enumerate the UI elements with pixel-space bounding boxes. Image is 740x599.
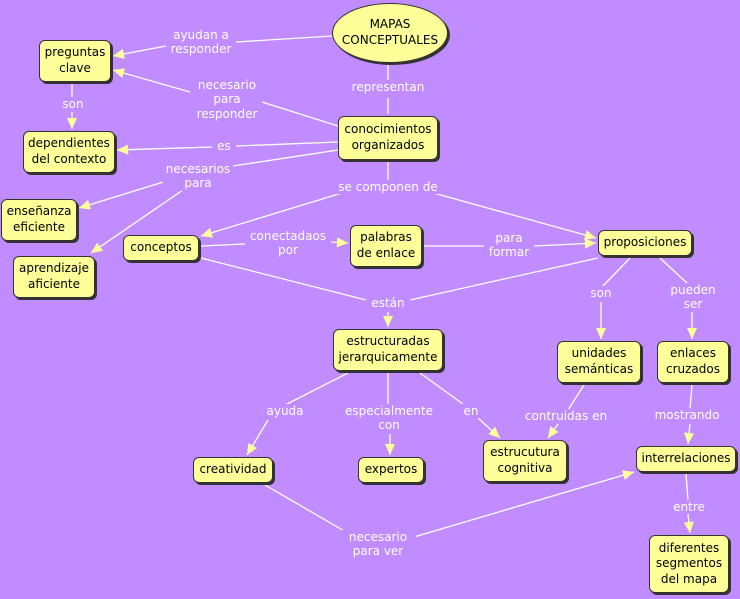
connector-line [264,484,347,533]
label-necesario-para-responder: necesario para responder [192,78,262,122]
arrowhead-icon [201,228,213,238]
arrowhead-icon [91,242,103,253]
arrowhead-icon [113,49,125,59]
connector-line [419,372,464,405]
arrowhead-icon [383,316,393,327]
arrowhead-icon [488,426,500,438]
label-son: son [56,97,90,112]
connector-line [235,141,339,147]
label-pueden-ser: pueden ser [665,283,721,312]
connector-line [90,189,184,254]
arrowhead-icon [684,432,695,444]
connector-line [601,257,631,288]
connector-line [200,257,367,301]
arrowhead-icon [596,328,606,339]
connector-line [284,372,349,406]
connector-line [200,191,346,237]
arrowhead-icon [117,144,129,155]
label-conectadaos-por: conectadaos por [245,229,331,258]
label-son-2: son [586,286,616,301]
arrowhead-icon [687,328,697,339]
arrowhead-icon [67,118,77,129]
connector-line [567,384,585,411]
node-conocimientos-organizados[interactable]: conocimientos organizados [338,116,438,160]
node-diferentes-segmentos[interactable]: diferentes segmentos del mapa [649,535,729,593]
connector-line [200,243,246,247]
label-necesarios-para: necesarios para [163,162,233,191]
node-ensenanza-eficiente[interactable]: enseñanza eficiente [1,199,77,241]
connector-line [429,191,597,239]
connector-line [261,101,339,127]
label-para-formar: para formar [484,231,534,260]
connector-line [685,473,689,501]
arrowhead-icon [683,521,694,533]
label-ayuda: ayuda [262,404,308,419]
node-mapas-conceptuales[interactable]: MAPAS CONCEPTUALES [332,3,448,63]
connector-line [689,384,693,409]
label-especialmente-con: especialmente con [340,404,438,433]
node-unidades-semanticas[interactable]: unidades semánticas [557,341,641,383]
arrowhead-icon [584,238,596,249]
node-preguntas-clave[interactable]: preguntas clave [39,40,111,82]
label-representan: representan [348,80,428,95]
connector-line [116,146,213,151]
connector-line [78,179,171,209]
label-necesario-para-ver: necesario para ver [340,530,416,559]
connector-line [409,257,599,301]
label-estan: están [366,296,410,311]
connector-line [112,69,191,93]
arrowhead-icon [548,426,559,438]
arrowhead-icon [622,470,634,480]
node-palabras-de-enlace[interactable]: palabras de enlace [350,225,422,267]
label-mostrando: mostrando [650,408,724,423]
arrowhead-icon [247,442,257,455]
node-enlaces-cruzados[interactable]: enlaces cruzados [657,341,729,383]
label-es: es [212,139,236,154]
arrowhead-icon [79,199,91,210]
node-conceptos[interactable]: conceptos [123,235,199,261]
node-estructuradas-jerarquicamente[interactable]: estructuradas jerarquicamente [333,329,443,371]
connector-line [232,149,339,167]
label-se-componen-de: se componen de [333,180,443,195]
node-interrelaciones[interactable]: interrelaciones [636,446,736,472]
label-en: en [459,404,483,419]
arrowhead-icon [113,68,125,78]
connector-line [659,257,689,285]
connector-line [235,35,333,43]
arrowhead-icon [336,237,348,248]
node-dependientes-del-contexto[interactable]: dependientes del contexto [23,131,115,173]
node-expertos[interactable]: expertos [358,457,424,483]
node-estrucutura-cognitiva[interactable]: estrucutura cognitiva [483,440,567,482]
node-proposiciones[interactable]: proposiciones [598,230,692,256]
label-contruidas-en: contruidas en [518,409,614,424]
node-aprendizaje-aficiente[interactable]: aprendizaje aficiente [13,256,95,298]
arrowhead-icon [385,444,395,455]
connector-line [413,471,635,538]
node-creatividad[interactable]: creatividad [193,457,273,483]
arrowhead-icon [584,230,596,240]
label-entre: entre [668,500,710,515]
label-ayudan-a-responder: ayudan a responder [166,28,236,57]
